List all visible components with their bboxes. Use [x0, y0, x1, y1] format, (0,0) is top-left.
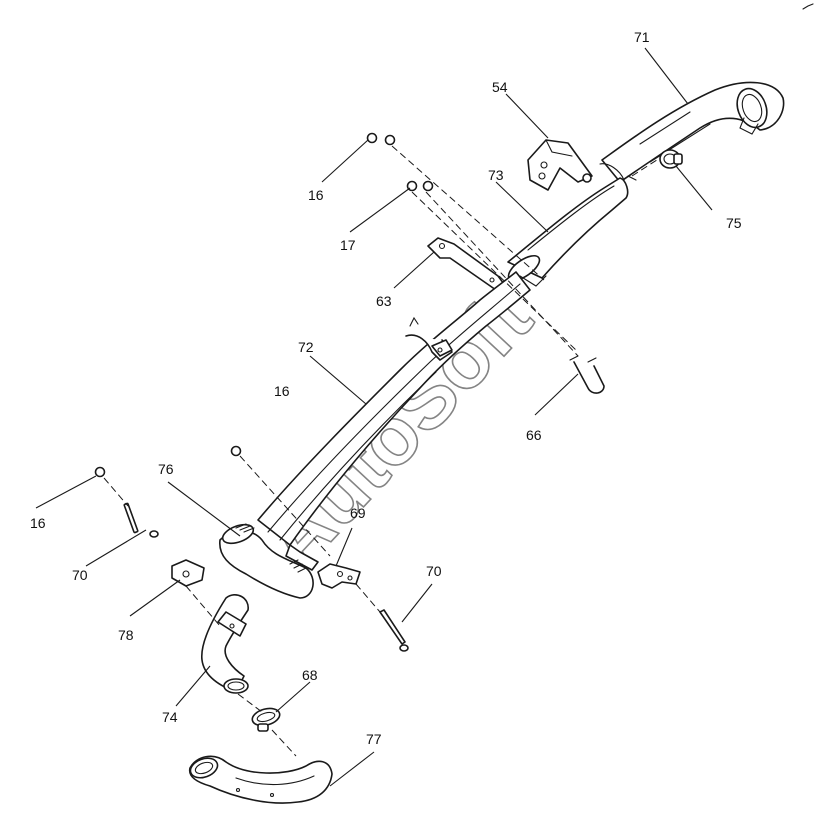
part-70-bolt-upper: [123, 502, 159, 538]
callout-78: 78: [118, 627, 134, 643]
part-72-main-duct: [257, 271, 531, 571]
part-70-bolt-lower: [379, 609, 409, 652]
callout-68: 68: [302, 667, 318, 683]
callout-77: 77: [366, 731, 382, 747]
part-74-elbow-duct: [201, 594, 249, 694]
part-71-upper-duct: [601, 81, 785, 183]
callout-71: 71: [634, 29, 650, 45]
part-66-u-bolt: [569, 355, 605, 394]
part-69-bracket: [317, 563, 361, 589]
nuts-16-upper: [366, 132, 396, 146]
part-63-bracket: [427, 237, 505, 291]
assembly-lines: [103, 145, 661, 757]
callout-16-left: 16: [30, 515, 46, 531]
part-75-clamp: [659, 149, 683, 169]
callout-73: 73: [488, 167, 504, 183]
corner-mark: [802, 3, 814, 10]
callout-76: 76: [158, 461, 174, 477]
leader-lines: [35, 47, 713, 787]
nut-16-middle: [230, 445, 242, 457]
clamp-75-screw: [627, 175, 637, 181]
callout-16-upper: 16: [308, 187, 324, 203]
callout-74: 74: [162, 709, 178, 725]
callout-70-left: 70: [72, 567, 88, 583]
part-68-clamp: [251, 707, 281, 732]
part-77-lower-duct: [188, 755, 333, 804]
callout-66: 66: [526, 427, 542, 443]
callout-75: 75: [726, 215, 742, 231]
nut-16-left: [94, 466, 106, 478]
part-54-bracket: [527, 139, 593, 191]
callout-70-right: 70: [426, 563, 442, 579]
callouts: 71 54 73 75 16 17 63 72 66 16 76 16 69 7…: [30, 29, 742, 747]
callout-72: 72: [298, 339, 314, 355]
callout-17: 17: [340, 237, 356, 253]
callout-69: 69: [350, 505, 366, 521]
callout-16-middle: 16: [274, 383, 290, 399]
callout-54: 54: [492, 79, 508, 95]
washers-17: [406, 180, 434, 192]
callout-63: 63: [376, 293, 392, 309]
part-78-clip: [171, 559, 205, 587]
part-73-duct: [507, 163, 629, 287]
